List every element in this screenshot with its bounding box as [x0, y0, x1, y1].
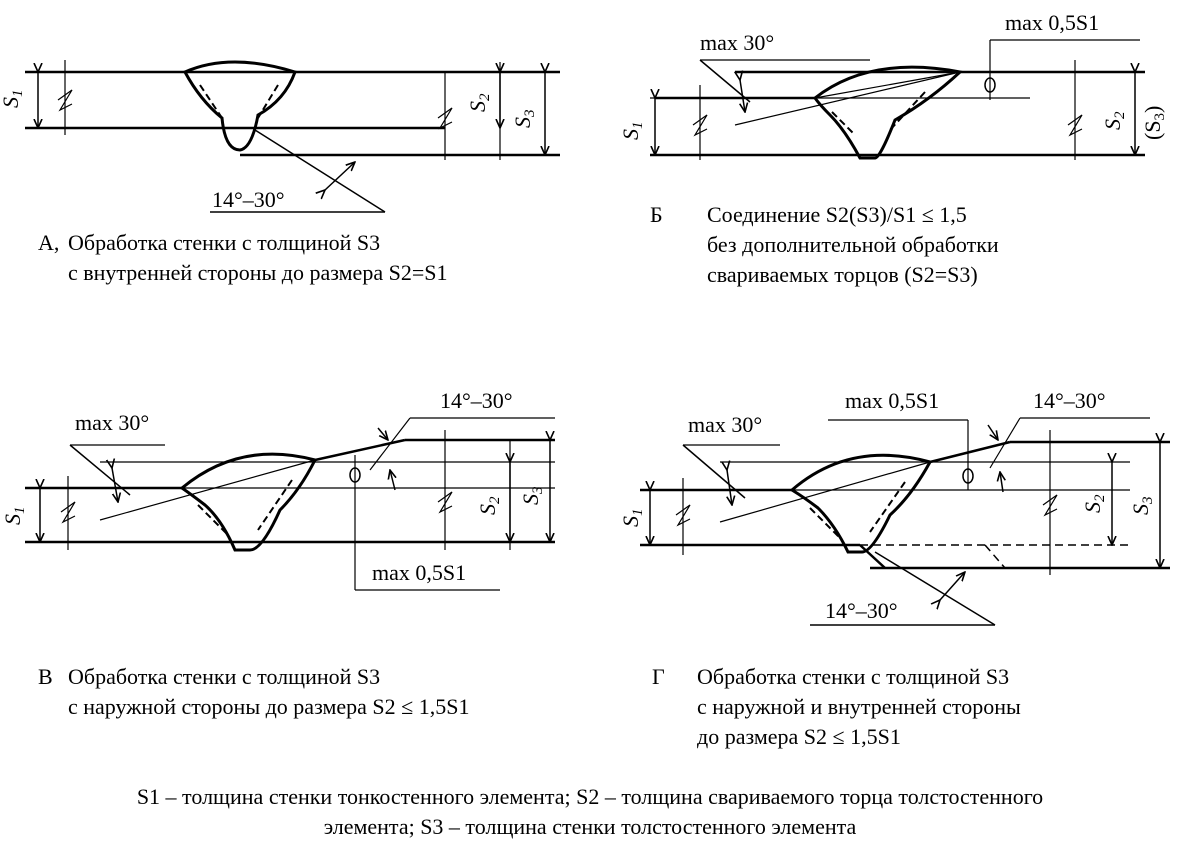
caption-a-line-1: Обработка стенки с толщиной S3: [68, 230, 381, 255]
dim-s3-b: (S3): [1140, 106, 1168, 140]
caption-a-line-2: с внутренней стороны до размера S2=S1: [68, 260, 448, 285]
max-offset-label-b: max 0,5S1: [1005, 10, 1099, 35]
max-angle-label-b: max 30°: [700, 30, 774, 55]
dim-s2-g: S2: [1080, 494, 1108, 513]
caption-g-line-3: до размера S2 ≤ 1,5S1: [697, 724, 901, 749]
caption-b-line-1: Соединение S2(S3)/S1 ≤ 1,5: [707, 202, 967, 227]
caption-v-letter: В: [38, 664, 53, 689]
dim-s2-a: S2: [465, 93, 493, 112]
angle-top-label-g: 14°–30°: [1033, 388, 1106, 413]
dim-s3-v: S3: [518, 487, 546, 506]
caption-g-line-1: Обработка стенки с толщиной S3: [697, 664, 1010, 689]
legend: S1 – толщина стенки тонкостенного элемен…: [0, 782, 1180, 842]
angle-label-v: 14°–30°: [440, 388, 513, 413]
max-angle-label-g: max 30°: [688, 412, 762, 437]
dim-s1-g: S1: [618, 509, 646, 528]
panel-b-drawing: [650, 39, 1145, 160]
panel-g-drawing: [640, 417, 1170, 626]
weld-bead: [812, 65, 964, 160]
dim-s1-a: S1: [0, 90, 26, 109]
max-offset-label-v: max 0,5S1: [372, 560, 466, 585]
caption-g-line-2: с наружной и внутренней стороны: [697, 694, 1021, 719]
dim-s3-g: S3: [1128, 497, 1156, 516]
dim-s2-v: S2: [475, 496, 503, 515]
caption-b-line-3: свариваемых торцов (S2=S3): [707, 262, 978, 287]
angle-label-a: 14°–30°: [212, 187, 285, 212]
caption-b-line-2: без дополнительной обработки: [707, 232, 999, 257]
legend-line-2: элемента; S3 – толщина стенки толстостен…: [323, 814, 857, 839]
dim-s1-v: S1: [0, 507, 28, 526]
panel-a-drawing: [25, 60, 560, 213]
angle-bottom-label-g: 14°–30°: [825, 598, 898, 623]
dim-s2-b: S2: [1100, 111, 1128, 130]
caption-b-letter: Б: [650, 202, 663, 227]
caption-v-line-1: Обработка стенки с толщиной S3: [68, 664, 381, 689]
caption-v-line-2: с наружной стороны до размера S2 ≤ 1,5S1: [68, 694, 470, 719]
weld-bead: [182, 60, 297, 152]
legend-line-1: S1 – толщина стенки тонкостенного элемен…: [136, 784, 1044, 809]
max-angle-label-v: max 30°: [75, 410, 149, 435]
dim-s1-b: S1: [618, 122, 646, 141]
weld-bead: [789, 453, 933, 554]
max-offset-label-g: max 0,5S1: [845, 388, 939, 413]
caption-g-letter: Г: [652, 664, 665, 689]
dim-s3-a: S3: [510, 110, 538, 129]
panel-v-drawing: [25, 417, 555, 591]
caption-a-letter: А,: [38, 230, 60, 255]
weld-bead: [179, 452, 318, 552]
